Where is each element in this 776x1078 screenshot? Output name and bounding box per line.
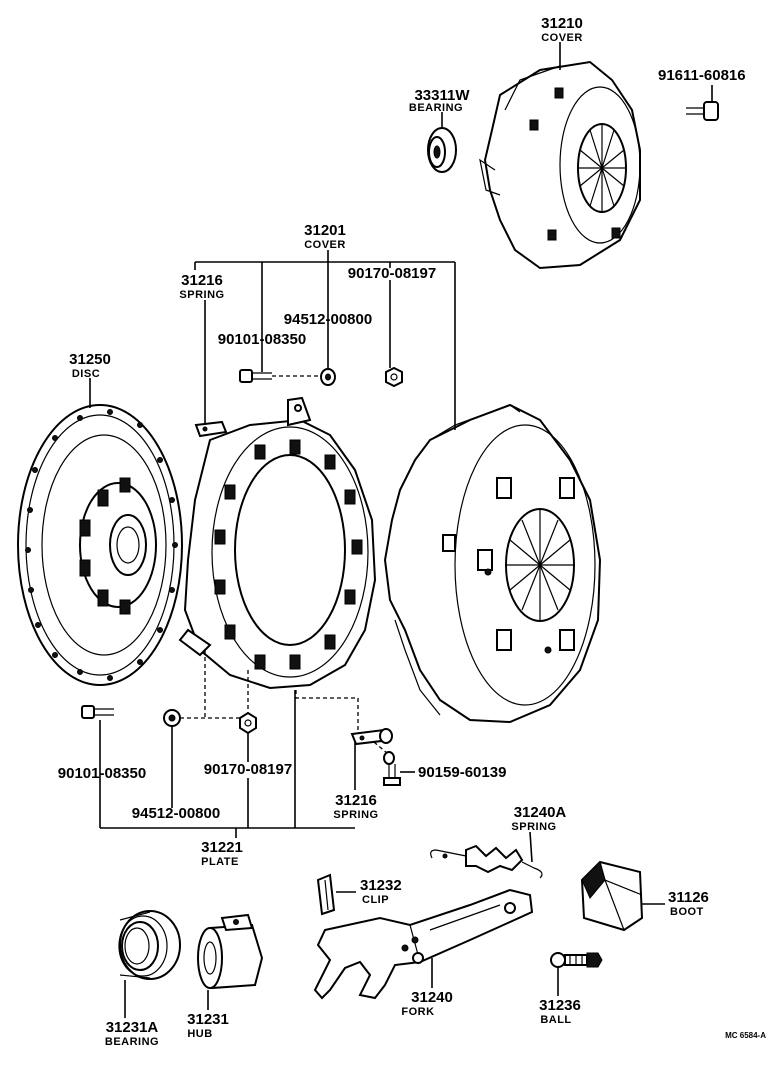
part-number: 94512-00800 xyxy=(132,805,220,822)
release-bearing-33311w-drawing xyxy=(427,127,457,173)
label-91611: 91611-60816 xyxy=(658,67,746,84)
label-31216-top: 31216 SPRING xyxy=(179,272,224,301)
label-31236: 31236 BALL xyxy=(539,997,581,1026)
label-31216-bottom: 31216 SPRING xyxy=(333,792,378,821)
part-number: 90101-08350 xyxy=(58,765,146,782)
screw-90159-drawing xyxy=(383,751,401,786)
bearing-31231a-drawing xyxy=(118,910,181,980)
nut-90170-top-drawing xyxy=(385,366,403,388)
label-90101-bottom: 90101-08350 xyxy=(58,765,146,782)
label-31240a: 31240A SPRING xyxy=(511,804,566,833)
label-31240: 31240 FORK xyxy=(401,989,452,1018)
part-number: 31126 xyxy=(668,889,709,906)
part-name: SPRING xyxy=(179,289,224,301)
strap-spring-31216-top-drawing xyxy=(194,420,228,438)
part-number: 90170-08197 xyxy=(204,761,292,778)
part-number: 31236 xyxy=(539,997,581,1014)
part-name: BALL xyxy=(540,1014,571,1026)
part-number: 31216 xyxy=(181,272,223,289)
part-number: 31221 xyxy=(201,839,243,856)
hub-31231-drawing xyxy=(197,913,264,990)
part-name: SPRING xyxy=(333,809,378,821)
part-name: DISC xyxy=(72,368,100,380)
label-90101-top: 90101-08350 xyxy=(218,331,306,348)
label-31232: 31232 CLIP xyxy=(360,877,402,906)
pressure-plate-31221-drawing xyxy=(178,396,377,690)
part-number: 90159-60139 xyxy=(418,764,506,781)
part-number: 31210 xyxy=(541,15,583,32)
part-number: 31250 xyxy=(69,351,111,368)
part-number: 31232 xyxy=(360,877,402,894)
part-name: PLATE xyxy=(201,856,239,868)
clutch-cover-31201-drawing xyxy=(383,403,602,724)
bolt-90101-bottom-drawing xyxy=(81,705,114,719)
part-number: 31216 xyxy=(335,792,377,809)
pivot-ball-31236-drawing xyxy=(550,952,603,968)
label-31231a: 31231A BEARING xyxy=(105,1019,159,1048)
diagram-code: MC 6584-A xyxy=(725,1031,766,1040)
part-number: 31240 xyxy=(411,989,453,1006)
bolt-90101-top-drawing xyxy=(239,369,272,383)
label-94512-bottom: 94512-00800 xyxy=(132,805,220,822)
label-33311w: 33311W BEARING xyxy=(409,87,470,114)
part-number: 90101-08350 xyxy=(218,331,306,348)
label-90159: 90159-60139 xyxy=(418,764,506,781)
strap-spring-31216-bottom-drawing xyxy=(350,728,393,746)
label-31221: 31221 PLATE xyxy=(201,839,243,868)
part-number: 31240A xyxy=(514,804,567,821)
clutch-disc-31250-drawing xyxy=(17,404,183,686)
part-name: FORK xyxy=(401,1006,434,1018)
part-number: 31231A xyxy=(106,1019,159,1036)
return-spring-31240a-drawing xyxy=(430,844,543,879)
nut-90170-bottom-drawing xyxy=(239,711,257,735)
washer-94512-top-drawing xyxy=(320,368,336,386)
part-number: 31201 xyxy=(304,222,346,239)
washer-94512-bottom-drawing xyxy=(163,709,181,727)
part-name: HUB xyxy=(187,1028,212,1040)
part-number: 31231 xyxy=(187,1011,229,1028)
part-number: 33311W xyxy=(414,87,470,104)
bolt-91611-drawing xyxy=(686,85,719,121)
label-94512-top: 94512-00800 xyxy=(284,311,372,328)
part-name: BOOT xyxy=(670,906,704,918)
label-31201: 31201 COVER xyxy=(304,222,346,251)
clutch-cover-31210-drawing xyxy=(479,60,641,270)
part-number: 91611-60816 xyxy=(658,67,746,84)
part-name: BEARING xyxy=(105,1036,159,1048)
part-name: COVER xyxy=(541,32,583,44)
leader-lines xyxy=(89,42,665,1018)
part-name: COVER xyxy=(304,239,346,251)
part-name: BEARING xyxy=(409,102,463,114)
part-name: CLIP xyxy=(362,894,389,906)
label-90170-top: 90170-08197 xyxy=(348,265,436,282)
part-number: 94512-00800 xyxy=(284,311,372,328)
boot-31126-drawing xyxy=(580,860,644,932)
part-number: 90170-08197 xyxy=(348,265,436,282)
label-90170-bottom: 90170-08197 xyxy=(204,761,292,778)
label-31210: 31210 COVER xyxy=(541,15,583,44)
clip-31232-drawing xyxy=(316,873,336,916)
part-name: SPRING xyxy=(511,821,556,833)
release-fork-31240-drawing xyxy=(313,888,534,1000)
label-31126: 31126 BOOT xyxy=(668,889,709,918)
label-31231: 31231 HUB xyxy=(187,1011,229,1040)
label-31250: 31250 DISC xyxy=(69,351,111,380)
